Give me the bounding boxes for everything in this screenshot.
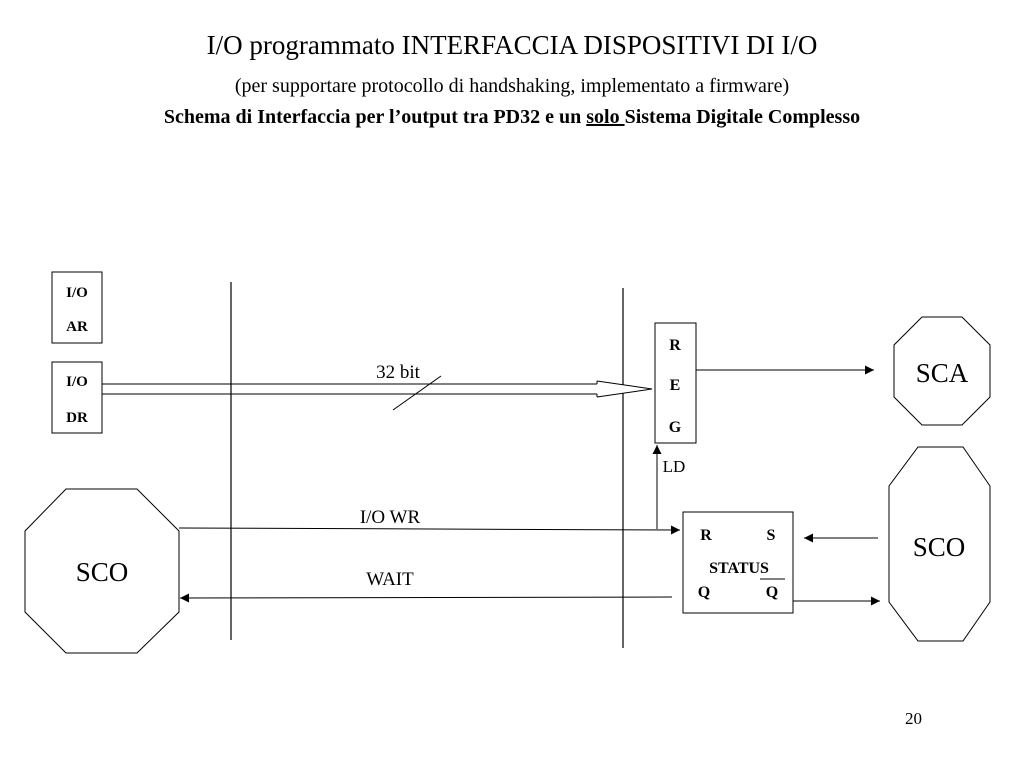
sca-label: SCA (916, 358, 969, 388)
slide-subtitle-bold: Schema di Interfaccia per l’output tra P… (0, 106, 1024, 129)
reg-letter-e: E (670, 377, 681, 394)
reg-letter-r: R (669, 337, 681, 354)
bus-width-slash (392, 375, 442, 411)
status-q-bar-label: Q (766, 584, 778, 601)
io-wr-arrow (178, 525, 681, 535)
io-dr-line2: DR (66, 410, 88, 426)
ld-label: LD (663, 457, 686, 476)
subtitle-part2: Sistema Digitale Complesso (624, 106, 861, 128)
page-number: 20 (905, 709, 922, 728)
reg-letter-g: G (669, 419, 682, 436)
slide-subtitle: (per supportare protocollo di handshakin… (234, 75, 790, 97)
status-q-label: Q (698, 584, 710, 601)
bus-width-label: 32 bit (376, 362, 421, 383)
status-s-label: S (767, 527, 776, 544)
data-bus-arrow (102, 380, 653, 398)
sco-right-octagon: SCO (888, 446, 991, 642)
io-dr-register: I/O DR (51, 361, 103, 434)
io-ar-register: I/O AR (51, 271, 103, 344)
sco-left-label: SCO (76, 557, 129, 587)
sco-right-label: SCO (913, 532, 966, 562)
sca-octagon: SCA (893, 316, 991, 426)
subtitle-underlined: solo (586, 106, 625, 128)
status-name-label: STATUS (709, 560, 769, 577)
sco-left-octagon: SCO (24, 488, 180, 654)
subtitle-part1: Schema di Interfaccia per l’output tra P… (163, 106, 587, 128)
wait-label: WAIT (366, 569, 414, 590)
io-ar-line1: I/O (66, 285, 88, 301)
reg-register: R E G (654, 322, 697, 444)
wait-arrow (179, 593, 673, 603)
io-ar-line2: AR (66, 319, 88, 335)
status-r-label: R (700, 527, 712, 544)
io-wr-label: I/O WR (360, 507, 421, 528)
io-dr-line1: I/O (66, 374, 88, 390)
slide-title: I/O programmato INTERFACCIA DISPOSITIVI … (206, 30, 818, 60)
status-flipflop: R S STATUS Q Q (682, 511, 794, 614)
